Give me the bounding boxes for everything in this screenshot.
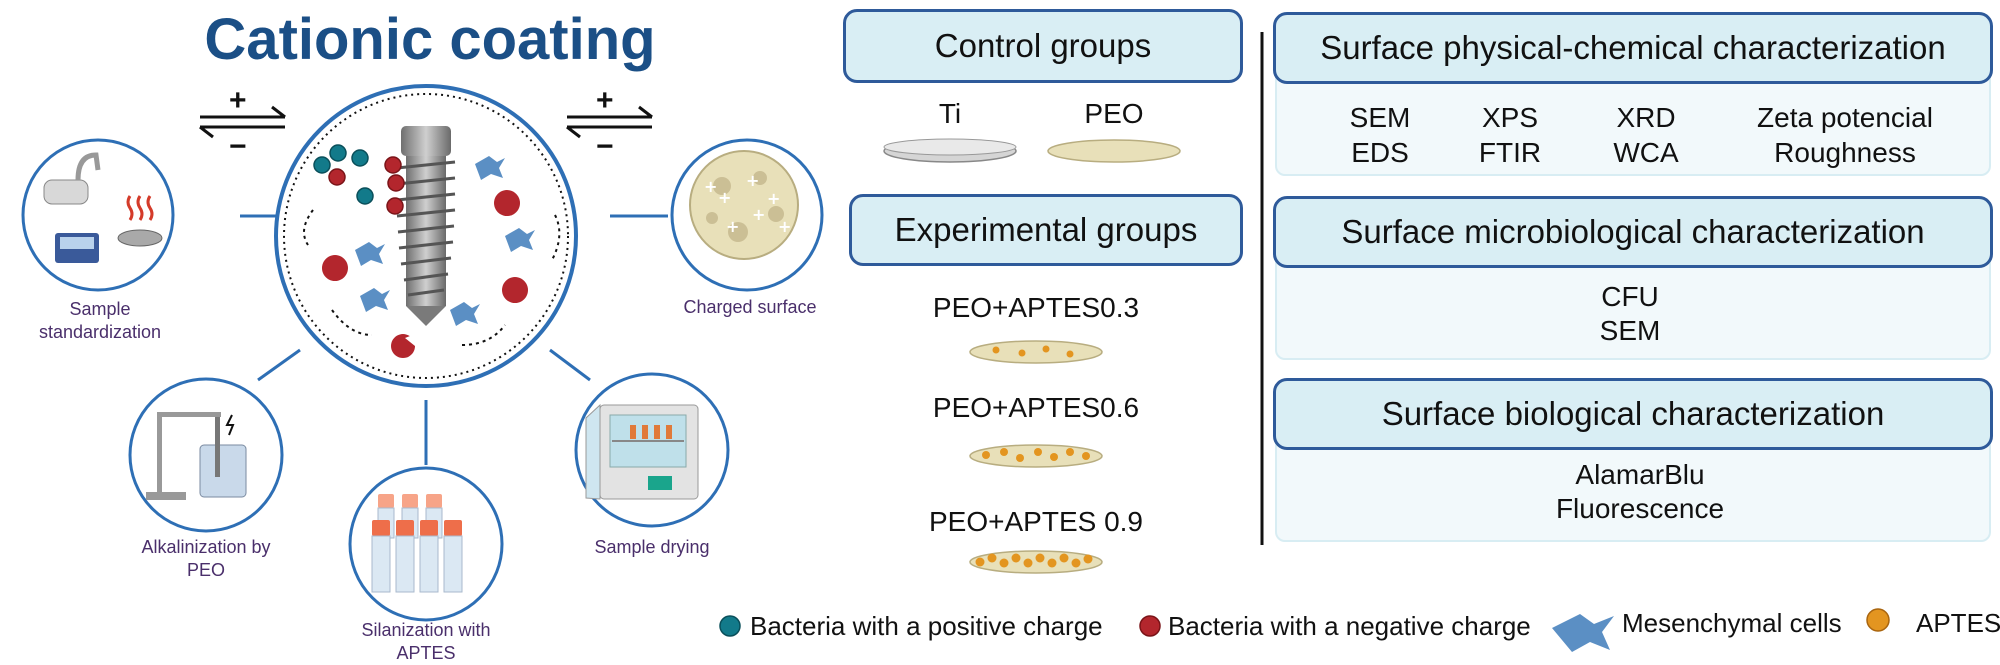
physical-zeta: Zeta potencial [1757,102,1933,133]
svg-text:+: + [778,217,791,236]
positive-bacteria-icon [313,144,374,205]
svg-text:+: + [767,189,780,208]
aptes09-disc-icon [969,550,1103,574]
central-circle-dots [283,93,569,379]
minus-sign-right: − [596,130,614,163]
physical-xps: XPS [1481,102,1539,133]
equilibrium-arrow-left [199,105,286,139]
tubes-icon [371,494,463,593]
physical-ftir: FTIR [1478,137,1542,168]
svg-text:+: + [718,188,731,207]
biological-alamarblu: AlamarBlu [1575,459,1705,490]
svg-text:+: + [726,217,739,236]
label-silanization: Silanization with APTES [361,620,491,663]
legend-negative-label: Bacteria with a negative charge [1168,611,1531,641]
legend-aptes-icon [1866,608,1890,632]
physical-wca: WCA [1613,137,1679,168]
biological-fluorescence: Fluorescence [1555,493,1725,524]
repelled-bacteria-icon [322,190,528,359]
physical-xrd: XRD [1616,102,1676,133]
mesenchymal-cells-icon [355,156,535,326]
page-title: Cationic coating [204,7,656,72]
legend-aptes-label: APTES [1916,608,2000,638]
charged-disc-icon: +++ +++ + [689,150,799,260]
experimental-groups-header: Experimental groups [849,194,1243,266]
physical-eds: EDS [1351,137,1409,168]
legend-mesenchymal-label: Mesenchymal cells [1622,608,1842,638]
svg-text:+: + [746,171,759,190]
microbiological-sem: SEM [1599,315,1661,346]
physical-sem: SEM [1349,102,1411,133]
legend-positive-icon [719,615,741,637]
label-alkalinization: Alkalinization by PEO [141,537,271,580]
peo-disc-icon [1047,139,1181,163]
aptes06-disc-icon [969,444,1103,468]
connector-lines [240,214,668,465]
equilibrium-arrow-right [566,105,653,139]
physical-roughness: Roughness [1774,137,1916,168]
oven-icon [585,403,699,500]
svg-text:+: + [752,205,765,224]
microbiological-cfu: CFU [1601,281,1659,312]
control-item-peo: PEO [1084,98,1144,129]
experimental-item-aptes03: PEO+APTES0.3 [932,292,1140,323]
label-sample-drying: Sample drying [594,537,710,557]
physical-header: Surface physical-chemical characterizati… [1273,12,1993,84]
electrolysis-icon [146,412,247,500]
plus-sign-left: + [229,84,247,117]
legend-positive-label: Bacteria with a positive charge [750,611,1103,641]
ultrasonic-bath-icon [43,152,163,263]
minus-sign-left: − [229,130,247,163]
plus-sign-right: + [596,84,614,117]
label-sample-standardization: Sample standardization [38,299,162,342]
legend-negative-icon [1139,615,1161,637]
legend-mesenchymal-icon [1552,614,1614,652]
biological-header: Surface biological characterization [1273,378,1993,450]
svg-text:+: + [704,177,717,196]
microbiological-header: Surface microbiological characterization [1273,196,1993,268]
control-groups-header: Control groups [843,9,1243,83]
label-charged-surface: Charged surface [683,297,817,317]
control-item-ti: Ti [938,98,962,129]
motion-arrows [303,209,561,346]
negative-bacteria-icon [328,156,405,215]
repelled-bacteria-mouths [309,190,538,346]
experimental-item-aptes09: PEO+APTES 0.9 [929,506,1143,537]
implant-screw-icon [396,126,456,326]
experimental-item-aptes06: PEO+APTES0.6 [932,392,1140,423]
aptes03-disc-icon [969,340,1103,364]
